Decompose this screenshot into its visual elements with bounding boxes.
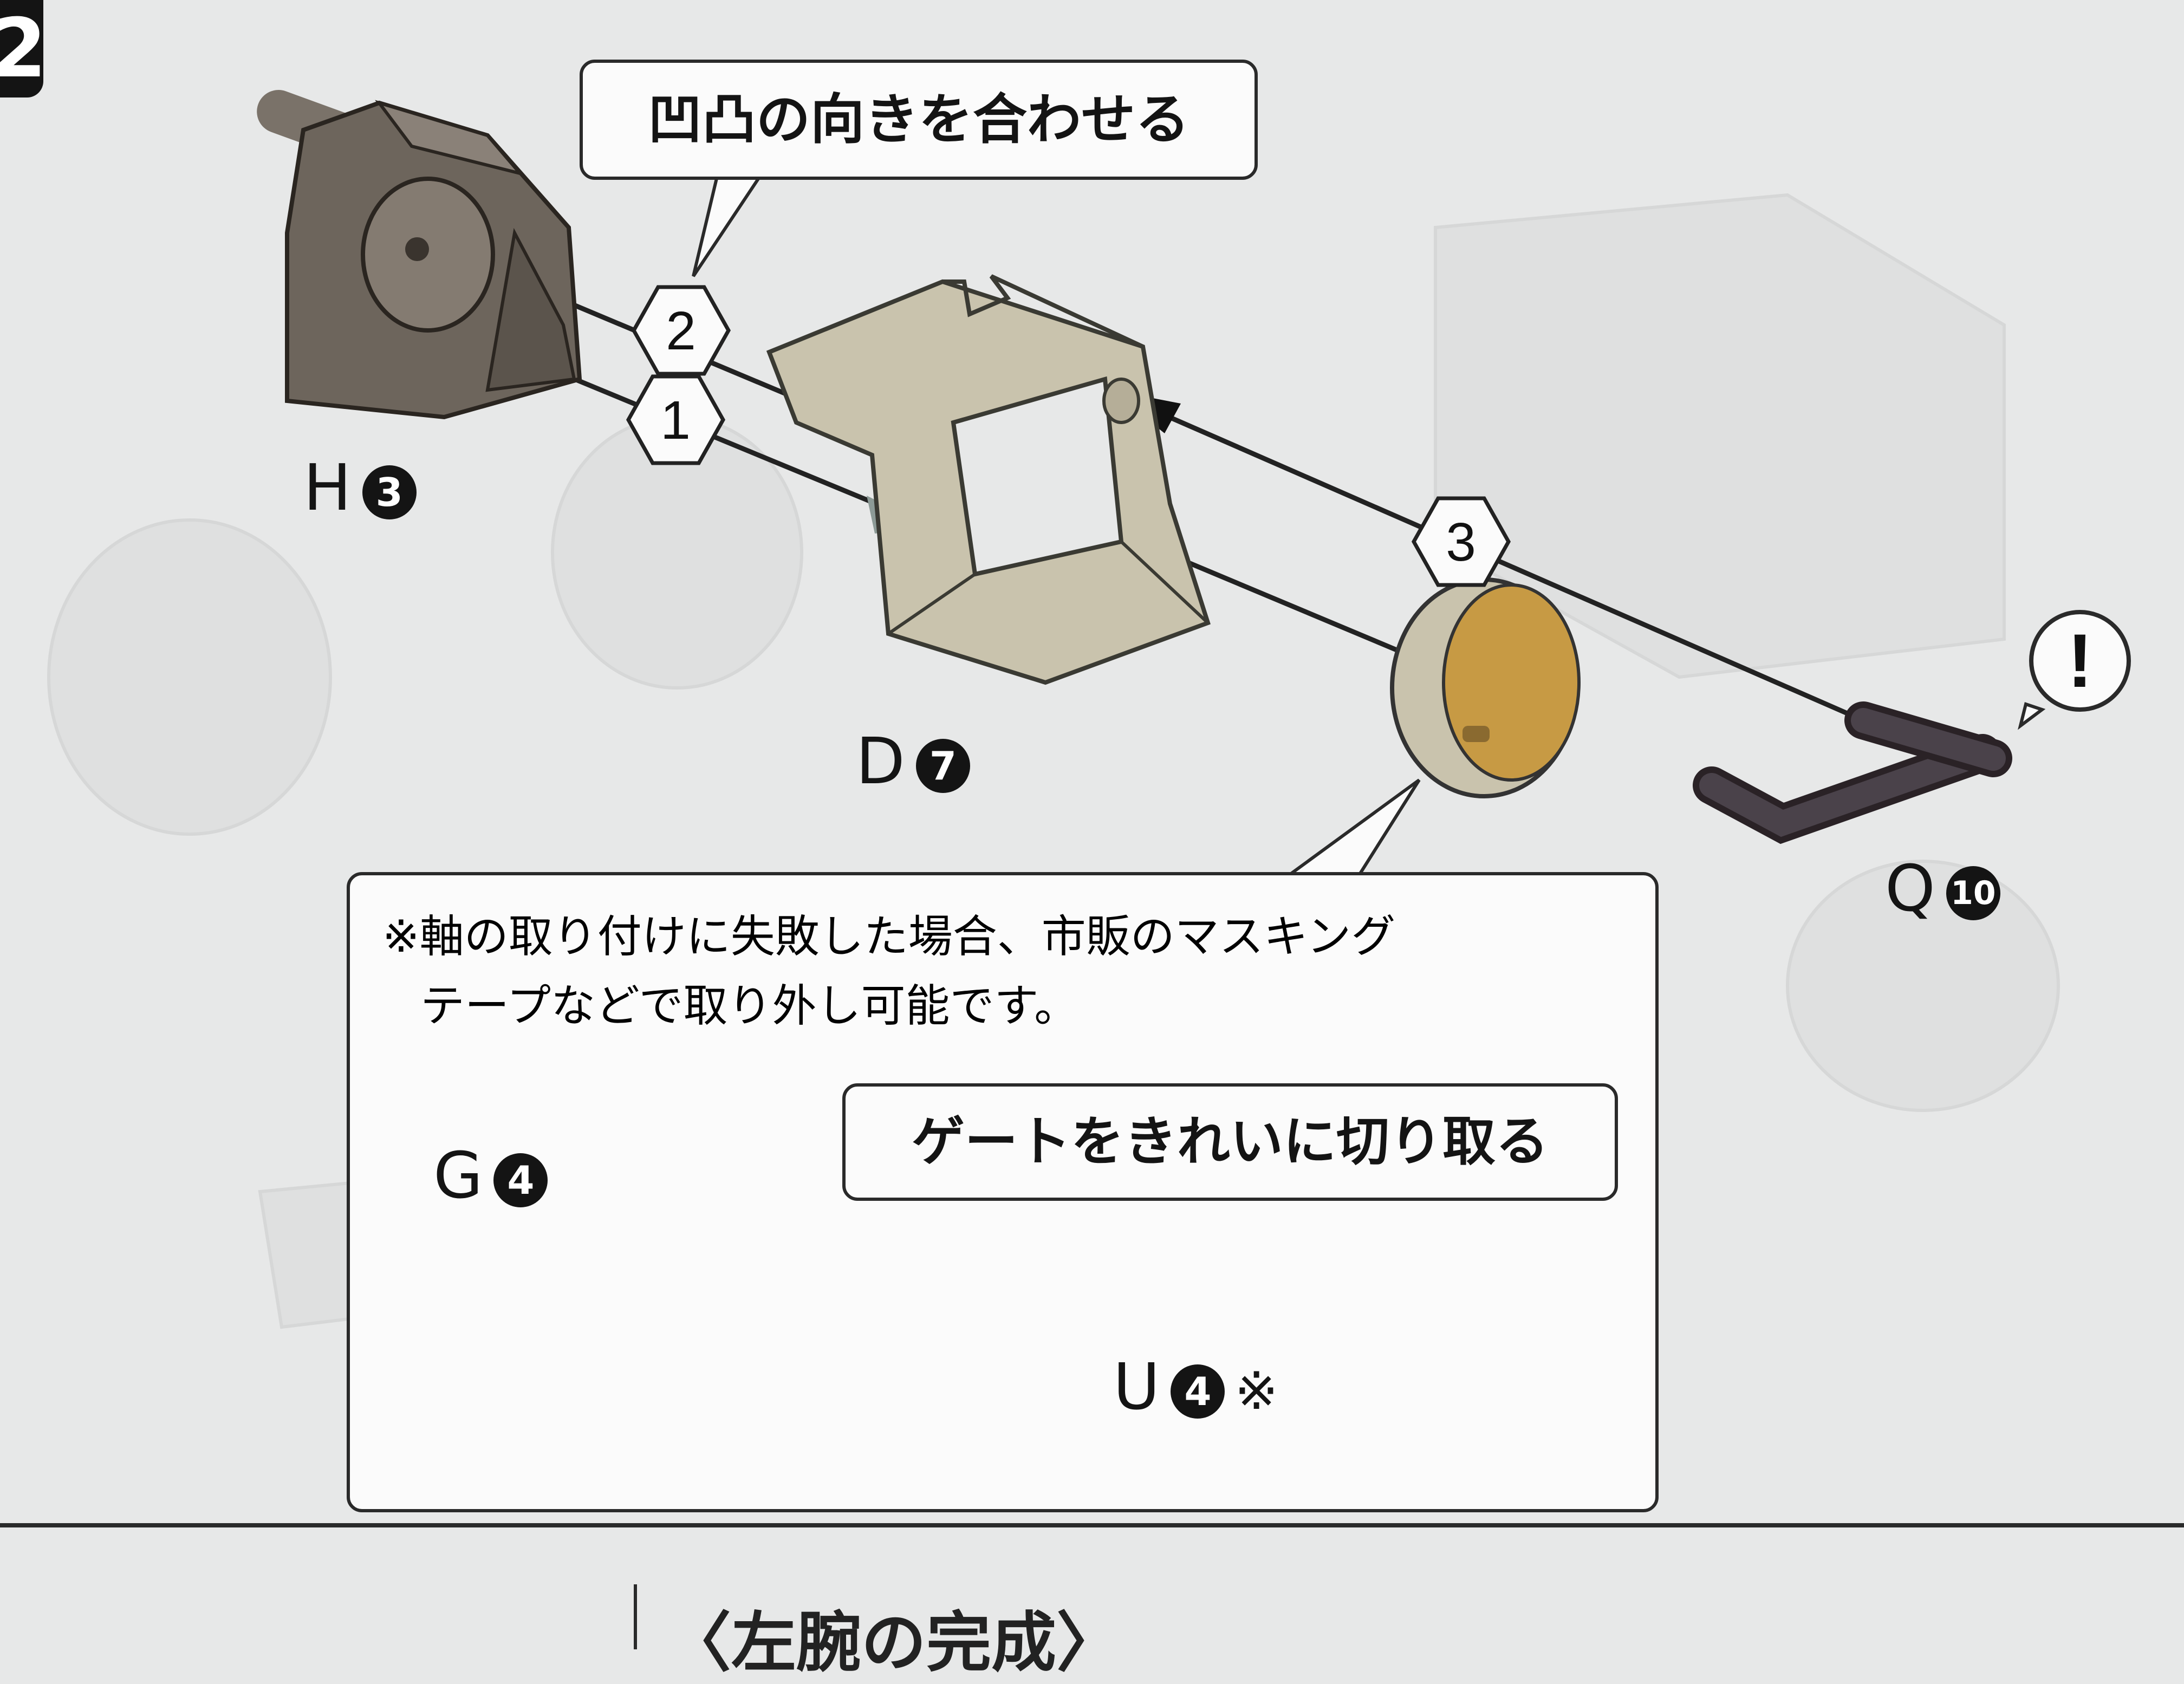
attention-mark: ! — [2068, 618, 2093, 703]
note-bubble-tail — [1273, 778, 1421, 885]
part-u-cap-upper — [1390, 577, 1581, 798]
part-g-number-badge: 4 — [493, 1153, 548, 1207]
attention-callout: ! — [2018, 610, 2131, 730]
step-number-badge: 2 — [0, 0, 43, 97]
gate-instruction-callout: ゲートをきれいに切り取る — [842, 1083, 1618, 1201]
part-u-letter: U — [1113, 1349, 1160, 1424]
note-line-2: テープなどで取り外し可能です。 — [420, 980, 1079, 1032]
part-d-number-badge: 7 — [915, 738, 970, 793]
step-marker-2: 2 — [631, 285, 731, 376]
section-divider — [634, 1584, 637, 1649]
part-q-number-badge: 10 — [1946, 866, 2000, 920]
step-marker-3-label: 3 — [1446, 512, 1476, 573]
part-u-number-badge: 4 — [1171, 1364, 1225, 1419]
part-q-pin — [1693, 701, 2012, 844]
step-marker-2-label: 2 — [666, 301, 696, 361]
part-h-number-badge: 3 — [362, 465, 417, 519]
step-marker-1: 1 — [626, 374, 726, 465]
part-h-shoulder-block — [257, 90, 582, 420]
page-divider — [0, 1523, 2184, 1527]
gate-instruction-text: ゲートをきれいに切り取る — [911, 1111, 1549, 1173]
part-q-letter: Q — [1885, 851, 1935, 926]
part-g-letter: G — [433, 1138, 483, 1213]
section-title: 〈左腕の完成〉 — [666, 1605, 1121, 1681]
note-line-1: ※軸の取り付けに失敗した場合、市販のマスキング — [382, 911, 1396, 963]
part-d-letter: D — [856, 724, 905, 798]
part-h-letter: H — [303, 450, 352, 525]
part-u-note-mark: ※ — [1234, 1361, 1278, 1421]
part-d-arm-frame — [766, 274, 1211, 685]
align-instruction-text: 凹凸の向きを合わせる — [648, 88, 1190, 151]
align-instruction-callout: 凹凸の向きを合わせる — [580, 60, 1258, 180]
note-text: ※軸の取り付けに失敗した場合、市販のマスキング テープなどで取り外し可能です。 — [382, 902, 1395, 1041]
step-marker-1-label: 1 — [660, 390, 691, 451]
step-marker-3: 3 — [1411, 496, 1511, 587]
